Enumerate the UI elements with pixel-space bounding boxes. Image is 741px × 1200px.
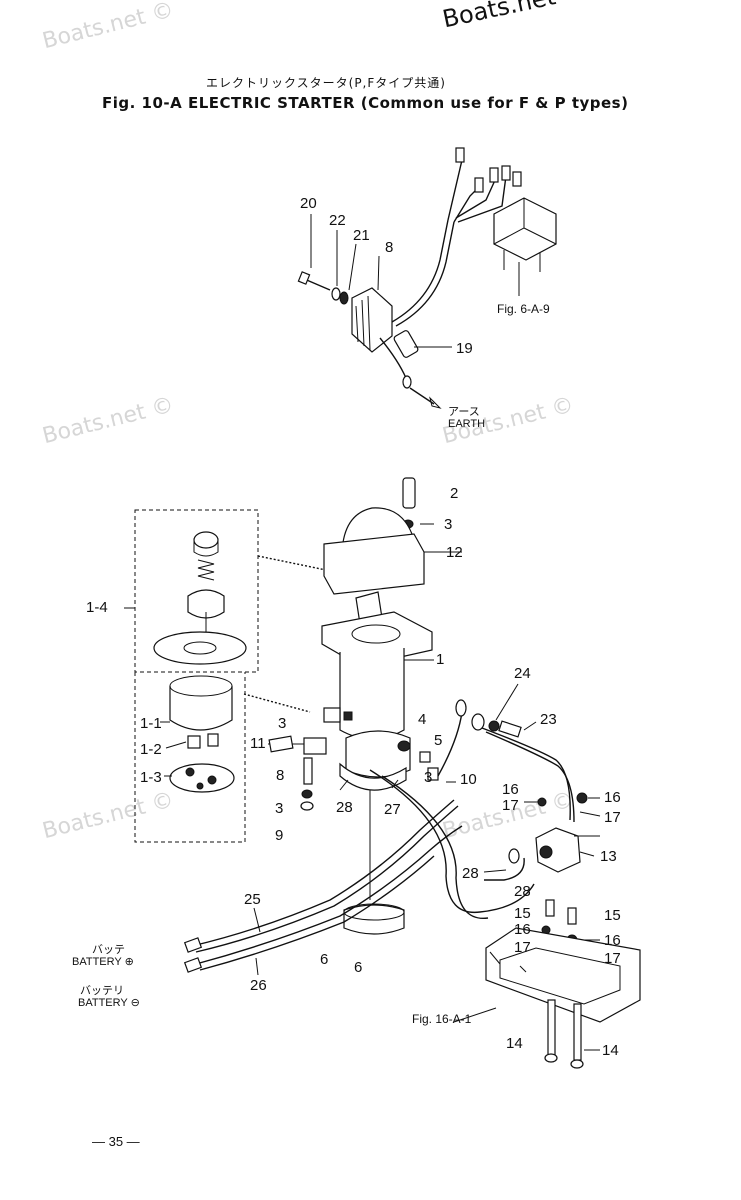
part-label: 28 <box>462 865 479 882</box>
part-label: 14 <box>506 1035 523 1052</box>
top-assembly <box>297 147 557 409</box>
page-number: — 35 — <box>92 1134 140 1149</box>
part-label: 1 <box>436 651 445 668</box>
starter-motor <box>183 477 641 1069</box>
caption-battery-pos: BATTERY ⊕ <box>72 956 134 968</box>
caption-battery-neg: BATTERY ⊖ <box>78 997 140 1009</box>
part-label: 3 <box>275 800 284 817</box>
caption-earth-jp: アース <box>448 406 480 418</box>
part-label: 8 <box>276 767 285 784</box>
part-label: 24 <box>514 665 531 682</box>
figure-title: Fig. 10-A ELECTRIC STARTER (Common use f… <box>102 94 629 112</box>
part-label: 1-1 <box>140 715 162 732</box>
part-label: 17 <box>514 939 531 956</box>
part-label: 17 <box>502 797 519 814</box>
part-label: 1-2 <box>140 741 162 758</box>
ref-fig-6-a-9: Fig. 6-A-9 <box>497 302 550 316</box>
part-label: 14 <box>602 1042 619 1059</box>
part-label: 15 <box>604 907 621 924</box>
part-label: 17 <box>604 809 621 826</box>
part-label: 9 <box>275 827 284 844</box>
part-label: 27 <box>384 801 401 818</box>
part-label: 4 <box>418 711 427 728</box>
caption-earth: EARTH <box>448 418 486 430</box>
part-label: 8 <box>385 239 394 256</box>
part-label: 6 <box>354 959 363 976</box>
part-label: 12 <box>446 544 463 561</box>
part-label: 3 <box>424 769 433 786</box>
part-label: 26 <box>250 977 267 994</box>
inset-exploded-box <box>124 509 259 843</box>
part-label: 5 <box>434 732 443 749</box>
part-label: 16 <box>604 789 621 806</box>
part-label: 13 <box>600 848 617 865</box>
part-label: 1-4 <box>86 599 108 616</box>
part-label: 22 <box>329 212 346 229</box>
ref-fig-16-a-1: Fig. 16-A-1 <box>412 1012 472 1026</box>
part-label: 25 <box>244 891 261 908</box>
title-japanese: エレクトリックスタータ(P,Fタイプ共通) <box>206 76 446 90</box>
caption-battery-pos-jp: バッテ <box>92 944 125 956</box>
part-label: 10 <box>460 771 477 788</box>
part-label: 16 <box>604 932 621 949</box>
part-label: 16 <box>502 781 519 798</box>
part-label: 21 <box>353 227 370 244</box>
part-label: 3 <box>278 715 287 732</box>
caption-battery-neg-jp: バッテリ <box>80 985 124 997</box>
part-label: 28 <box>514 883 531 900</box>
part-label: 6 <box>320 951 329 968</box>
part-label: 19 <box>456 340 473 357</box>
part-label: 16 <box>514 921 531 938</box>
part-label: 17 <box>604 950 621 967</box>
part-label: 28 <box>336 799 353 816</box>
part-label: 1-3 <box>140 769 162 786</box>
part-label: 20 <box>300 195 317 212</box>
part-label: 3 <box>444 516 453 533</box>
part-label: 11 <box>250 735 266 752</box>
part-label: 2 <box>450 485 459 502</box>
part-label: 15 <box>514 905 531 922</box>
part-label: 23 <box>540 711 557 728</box>
